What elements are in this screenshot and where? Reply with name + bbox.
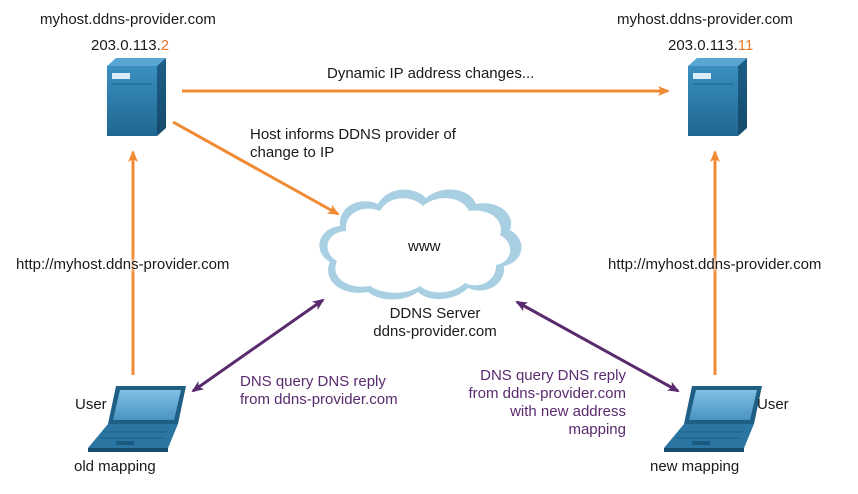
left-dns-line1: DNS query DNS reply xyxy=(240,373,386,390)
left-ip-prefix: 203.0.113. xyxy=(91,37,161,54)
left-dns-line2: from ddns-provider.com xyxy=(240,391,398,408)
left-mapping-label: old mapping xyxy=(74,458,156,475)
ddns-server-line1: DDNS Server xyxy=(389,305,481,322)
host-informs-label: Host informs DDNS provider of change to … xyxy=(250,126,456,162)
left-dns-arrow xyxy=(191,298,325,393)
right-dns-line3: with new address xyxy=(510,403,626,420)
right-dns-arrow xyxy=(515,300,680,393)
right-server-hostname: myhost.ddns-provider.com xyxy=(617,11,793,28)
right-dns-line2: from ddns-provider.com xyxy=(468,385,626,402)
left-laptop-icon xyxy=(88,386,186,452)
right-url-label: http://myhost.ddns-provider.com xyxy=(608,256,822,273)
host-informs-line1: Host informs DDNS provider of xyxy=(250,126,456,143)
right-user-label: User xyxy=(757,396,789,413)
left-url-label: http://myhost.ddns-provider.com xyxy=(16,256,230,273)
right-laptop-icon xyxy=(664,386,762,452)
right-ip-suffix: 11 xyxy=(737,37,754,54)
ddns-server-line2: ddns-provider.com xyxy=(373,323,497,340)
left-dns-label: DNS query DNS reply from ddns-provider.c… xyxy=(240,373,398,409)
right-dns-line4: mapping xyxy=(568,421,626,438)
right-mapping-label: new mapping xyxy=(650,458,740,475)
right-server-icon xyxy=(688,58,747,136)
host-informs-line2: change to IP xyxy=(250,144,335,161)
right-dns-label: DNS query DNS reply from ddns-provider.c… xyxy=(445,367,626,439)
host-informs-arrow xyxy=(172,120,340,216)
left-user-label: User xyxy=(75,396,107,413)
cloud-www-label: www xyxy=(408,238,441,255)
right-dns-line1: DNS query DNS reply xyxy=(480,367,626,384)
left-server-ip: 203.0.113.2 xyxy=(91,37,169,55)
right-server-ip: 203.0.113.11 xyxy=(668,37,753,55)
ddns-server-label: DDNS Server ddns-provider.com xyxy=(355,305,515,341)
cloud-icon xyxy=(319,189,522,300)
right-ip-prefix: 203.0.113. xyxy=(668,37,738,54)
left-server-icon xyxy=(107,58,166,136)
left-ip-suffix: 2 xyxy=(160,37,170,54)
ip-change-label: Dynamic IP address changes... xyxy=(327,65,535,82)
left-server-hostname: myhost.ddns-provider.com xyxy=(40,11,216,28)
